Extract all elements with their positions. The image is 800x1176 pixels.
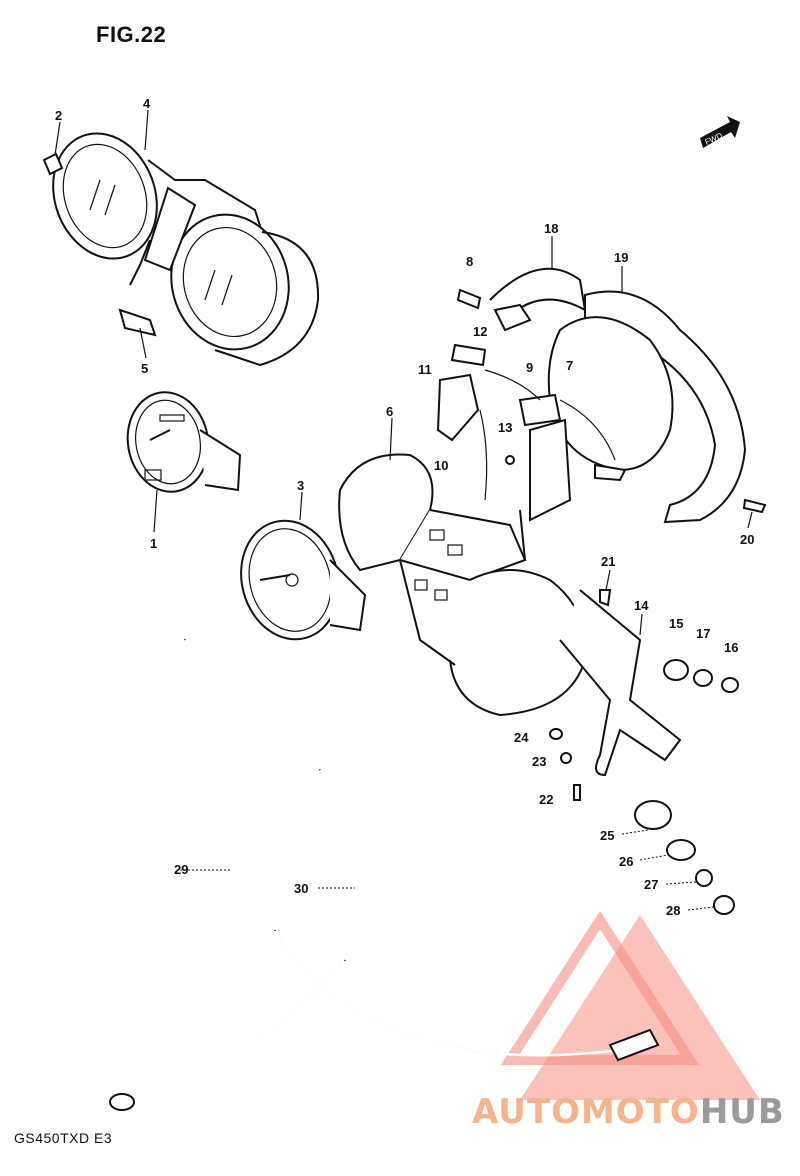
watermark-brand-part2: HUB <box>699 1092 785 1132</box>
mounting-bracket-part-14 <box>559 589 682 777</box>
part-number-27: 27 <box>644 877 658 892</box>
part-number-12: 12 <box>473 324 487 339</box>
part-number-5: 5 <box>141 361 148 376</box>
rear-cover-part-19 <box>547 290 747 524</box>
part-number-2: 2 <box>55 108 62 123</box>
watermark-brand: AUTOMOTOHUB <box>472 1092 785 1132</box>
speedometer-part-3 <box>240 519 367 641</box>
part-number-labels: 1 2 3 4 5 6 7 8 9 10 11 12 13 14 15 16 1… <box>55 96 754 918</box>
forward-arrow-icon: FWD <box>700 116 740 148</box>
part-number-15: 15 <box>669 616 683 631</box>
part-number-10: 10 <box>434 458 448 473</box>
part-number-28: 28 <box>666 903 680 918</box>
leader-lines <box>54 109 753 911</box>
part-number-18: 18 <box>544 221 558 236</box>
part-number-9: 9 <box>526 360 533 375</box>
part-number-17: 17 <box>696 626 710 641</box>
part-number-20: 20 <box>740 532 754 547</box>
bulb-part-2-icon <box>42 152 64 176</box>
wiring-harness <box>436 288 627 561</box>
part-number-29: 29 <box>174 862 188 877</box>
part-number-30: 30 <box>294 881 308 896</box>
part-number-1: 1 <box>150 536 157 551</box>
watermark-logo-icon <box>500 910 760 1100</box>
part-number-8: 8 <box>466 254 473 269</box>
part-number-21: 21 <box>601 554 615 569</box>
part-number-6: 6 <box>386 404 393 419</box>
watermark-brand-part1: AUTOMOTO <box>472 1092 700 1132</box>
part-number-4: 4 <box>143 96 151 111</box>
part-number-24: 24 <box>514 730 529 745</box>
tachometer-part-1 <box>126 391 242 493</box>
figure-title: FIG.22 <box>96 22 167 47</box>
model-code: GS450TXD E3 <box>14 1130 113 1146</box>
small-hardware <box>549 498 767 915</box>
fwd-label: FWD <box>703 131 724 147</box>
part-number-16: 16 <box>724 640 738 655</box>
meter-cluster-assembly <box>52 132 320 367</box>
part-number-25: 25 <box>600 828 614 843</box>
tachometer-cable-part-29 <box>183 639 660 1062</box>
part-number-23: 23 <box>532 754 546 769</box>
part-number-7: 7 <box>566 358 573 373</box>
part-number-3: 3 <box>297 478 304 493</box>
part-number-13: 13 <box>498 420 512 435</box>
part-number-19: 19 <box>614 250 628 265</box>
part-number-14: 14 <box>634 598 649 613</box>
part-number-11: 11 <box>418 362 432 377</box>
part-number-26: 26 <box>619 854 633 869</box>
speedometer-cable-part-30 <box>109 768 363 1111</box>
part-number-22: 22 <box>539 792 553 807</box>
